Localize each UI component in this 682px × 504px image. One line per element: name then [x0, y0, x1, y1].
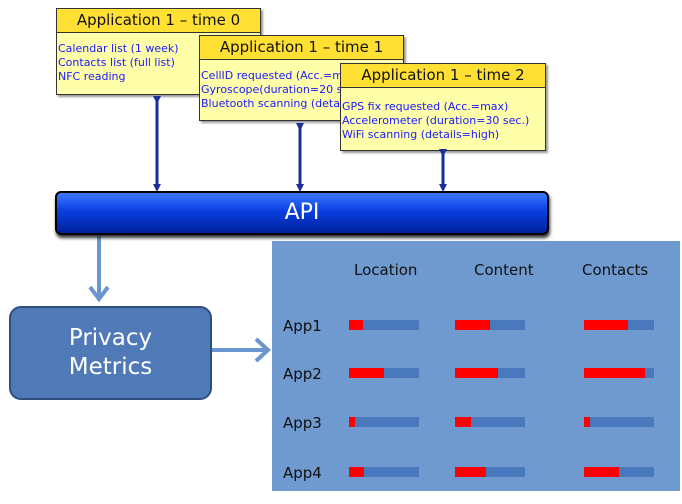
metric-bar-fill	[349, 417, 355, 427]
metric-bar	[455, 467, 525, 477]
privacy-to-metrics-arrow	[210, 337, 271, 363]
app-box-line: Gyroscope(duration=20 sec.)	[201, 83, 363, 96]
column-header: Content	[474, 261, 534, 279]
app-box-line: WiFi scanning (details=high)	[342, 128, 500, 141]
metric-bar	[349, 467, 419, 477]
app-box-time0: Application 1 – time 0 Calendar list (1 …	[56, 8, 261, 95]
privacy-metrics-label-line2: Metrics	[68, 354, 153, 380]
app-box-line: Calendar list (1 week)	[58, 42, 179, 55]
metric-bar-fill	[349, 467, 365, 477]
metric-bar-fill	[455, 417, 472, 427]
row-label: App1	[283, 317, 322, 335]
api-to-privacy-arrow	[88, 232, 110, 303]
app-box-line: Contacts list (full list)	[58, 56, 175, 69]
metric-bar-fill	[349, 320, 363, 330]
app-box-line: Bluetooth scanning (details=low)	[201, 97, 385, 110]
privacy-metrics-box: Privacy Metrics	[9, 306, 212, 400]
metric-bar	[584, 417, 654, 427]
column-header: Contacts	[582, 261, 649, 279]
metric-bar-fill	[455, 320, 490, 330]
app-box-time2: Application 1 – time 2 GPS fix requested…	[340, 63, 546, 151]
app-box-time1: Application 1 – time 1 CellID requested …	[199, 35, 404, 121]
metric-bar-fill	[349, 368, 384, 378]
api-bar: API	[55, 191, 549, 235]
row-label: App4	[283, 464, 322, 482]
column-header: Location	[354, 261, 418, 279]
app-box-line: Accelerometer (duration=30 sec.)	[342, 114, 530, 127]
row-label: App3	[283, 414, 322, 432]
metric-bar-fill	[584, 320, 629, 330]
metric-bar	[584, 368, 654, 378]
metric-bar	[584, 320, 654, 330]
app-box-title: Application 1 – time 1	[200, 36, 403, 60]
app-box-line: CellID requested (Acc.=min)	[201, 69, 358, 82]
app-box-title: Application 1 – time 0	[57, 9, 260, 33]
metric-bar-fill	[584, 467, 619, 477]
app-box-line: NFC reading	[58, 70, 126, 83]
metric-bar	[349, 417, 419, 427]
privacy-metrics-label-line1: Privacy	[68, 325, 153, 351]
metric-bar	[349, 368, 419, 378]
metric-bar-fill	[455, 368, 499, 378]
app-box-title: Application 1 – time 2	[341, 64, 545, 88]
metric-bar-fill	[584, 368, 645, 378]
metric-bar	[455, 368, 525, 378]
app-box-line: GPS fix requested (Acc.=max)	[342, 100, 509, 113]
metric-bar	[455, 417, 525, 427]
metric-bar	[349, 320, 419, 330]
row-label: App2	[283, 365, 322, 383]
metric-bar-fill	[455, 467, 486, 477]
metric-bar	[455, 320, 525, 330]
metric-bar	[584, 467, 654, 477]
metric-bar-fill	[584, 417, 590, 427]
